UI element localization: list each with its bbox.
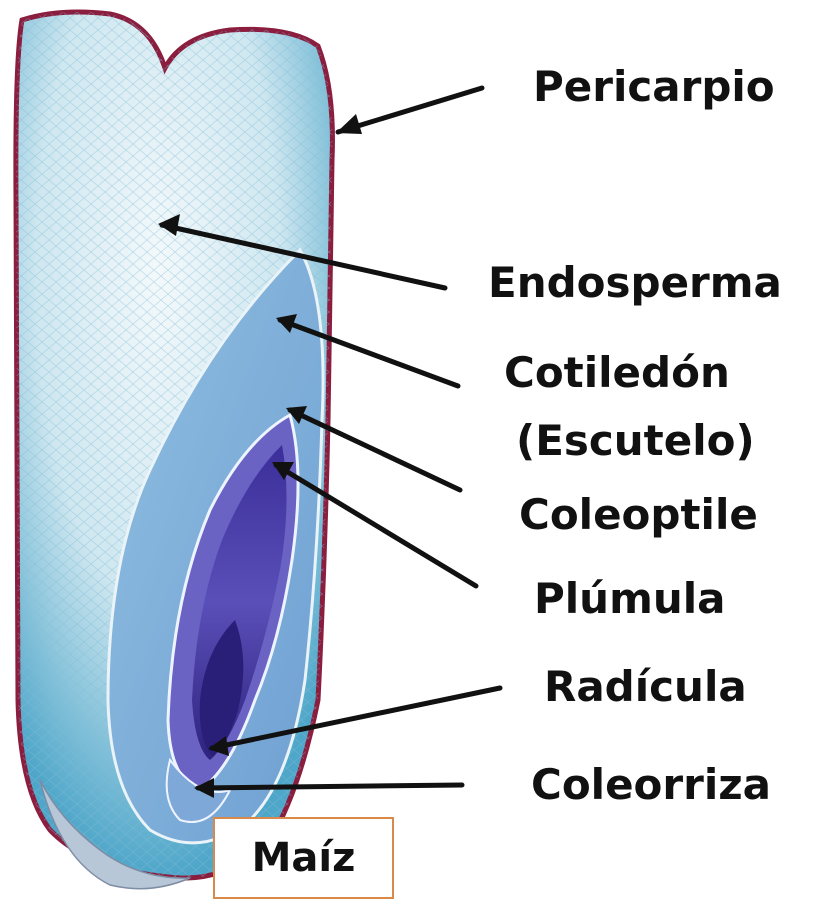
label-coleoptile: Coleoptile xyxy=(519,494,758,536)
label-radicula: Radícula xyxy=(544,666,747,708)
diagram-title: Maíz xyxy=(252,835,356,881)
arrow-coleorriza xyxy=(198,785,462,788)
label-coleorriza: Coleorriza xyxy=(531,764,771,806)
arrow-pericarpio xyxy=(338,88,482,132)
label-escutelo: (Escutelo) xyxy=(516,420,755,462)
label-endosperma: Endosperma xyxy=(488,262,782,304)
title-box: Maíz xyxy=(213,817,394,899)
label-pericarpio: Pericarpio xyxy=(533,66,775,108)
label-cotiledon: Cotiledón xyxy=(504,352,730,394)
label-plumula: Plúmula xyxy=(534,578,725,620)
